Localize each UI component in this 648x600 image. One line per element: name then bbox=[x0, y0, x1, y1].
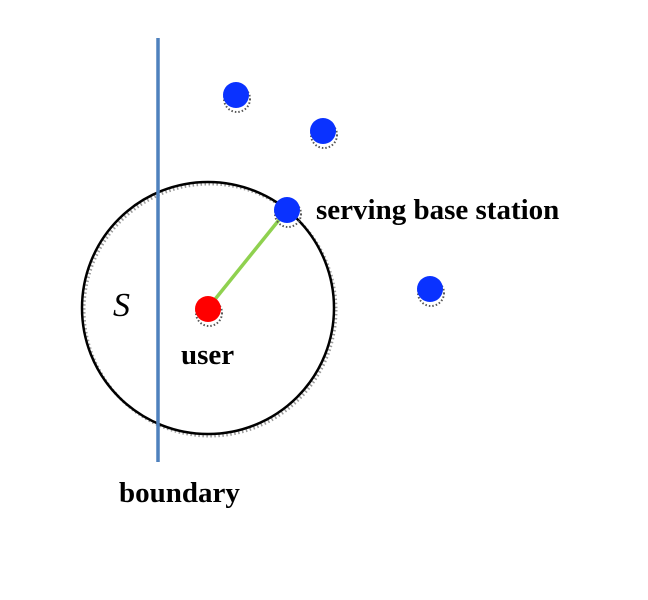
coverage-circle-shadow bbox=[82, 182, 338, 438]
base-station-1 bbox=[223, 82, 251, 113]
user-label: user bbox=[181, 339, 234, 371]
base-station-4 bbox=[417, 276, 445, 307]
user-node bbox=[195, 296, 223, 327]
serving-link bbox=[206, 208, 289, 310]
coverage-circle bbox=[80, 180, 336, 436]
base-station-2 bbox=[310, 118, 338, 149]
serving-base-station bbox=[274, 197, 302, 228]
boundary-label: boundary bbox=[119, 477, 240, 509]
region-label: S bbox=[113, 287, 130, 324]
serving-base-station-label: serving base station bbox=[316, 194, 559, 226]
